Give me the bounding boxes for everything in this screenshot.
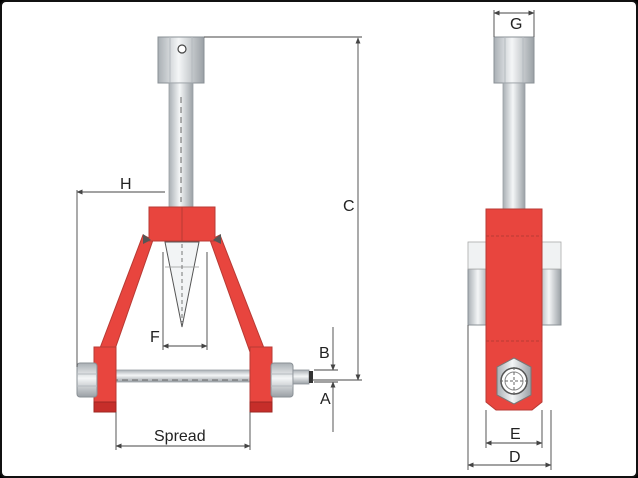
front-yoke-head	[143, 206, 221, 244]
right-foot	[249, 346, 313, 413]
label-e: E	[510, 426, 521, 443]
side-dimensions	[467, 10, 552, 470]
side-forcing-screw	[502, 82, 526, 210]
center-point	[164, 241, 200, 328]
side-view	[467, 10, 562, 470]
label-d: D	[509, 449, 521, 466]
front-hex-nut	[157, 36, 205, 84]
label-g: G	[510, 16, 522, 33]
left-arm	[99, 234, 154, 353]
side-red-body	[485, 208, 543, 411]
label-f: F	[150, 329, 160, 346]
label-c: C	[343, 198, 355, 215]
left-foot	[76, 346, 117, 413]
label-spread: Spread	[154, 428, 206, 445]
front-view	[76, 36, 362, 450]
side-hex-nut	[493, 36, 535, 84]
side-bolt-head	[496, 357, 532, 405]
front-dimensions	[76, 36, 362, 450]
label-a: A	[320, 391, 331, 408]
label-b: B	[319, 345, 330, 362]
right-arm	[209, 234, 265, 353]
label-h: H	[120, 176, 132, 193]
